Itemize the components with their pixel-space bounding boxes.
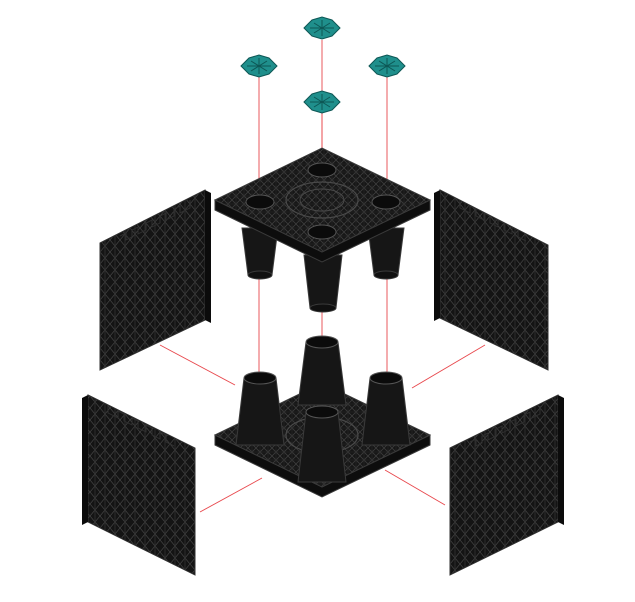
top-plate-leg <box>241 227 279 280</box>
base-plate-with-legs <box>213 335 432 498</box>
base-plate-leg <box>235 371 285 446</box>
side-panel <box>434 189 549 371</box>
side-panels <box>82 189 564 576</box>
guide-line <box>199 477 263 513</box>
side-panel <box>82 394 196 576</box>
top-plate-leg <box>303 254 343 313</box>
guide-line <box>384 469 446 506</box>
top-plate-with-legs <box>213 147 432 313</box>
guide-line <box>159 344 236 386</box>
base-plate-leg <box>297 335 347 406</box>
top-plate-surface <box>213 147 432 253</box>
connector-clips <box>240 16 406 114</box>
base-plate-leg <box>361 371 411 446</box>
guide-line <box>411 344 486 389</box>
side-panel <box>449 394 564 576</box>
side-panel <box>99 189 211 371</box>
connector-clip <box>240 54 278 78</box>
connector-clip <box>368 54 406 78</box>
base-plate-leg <box>297 405 347 483</box>
connector-clip <box>303 90 341 114</box>
connector-clip <box>303 16 341 40</box>
